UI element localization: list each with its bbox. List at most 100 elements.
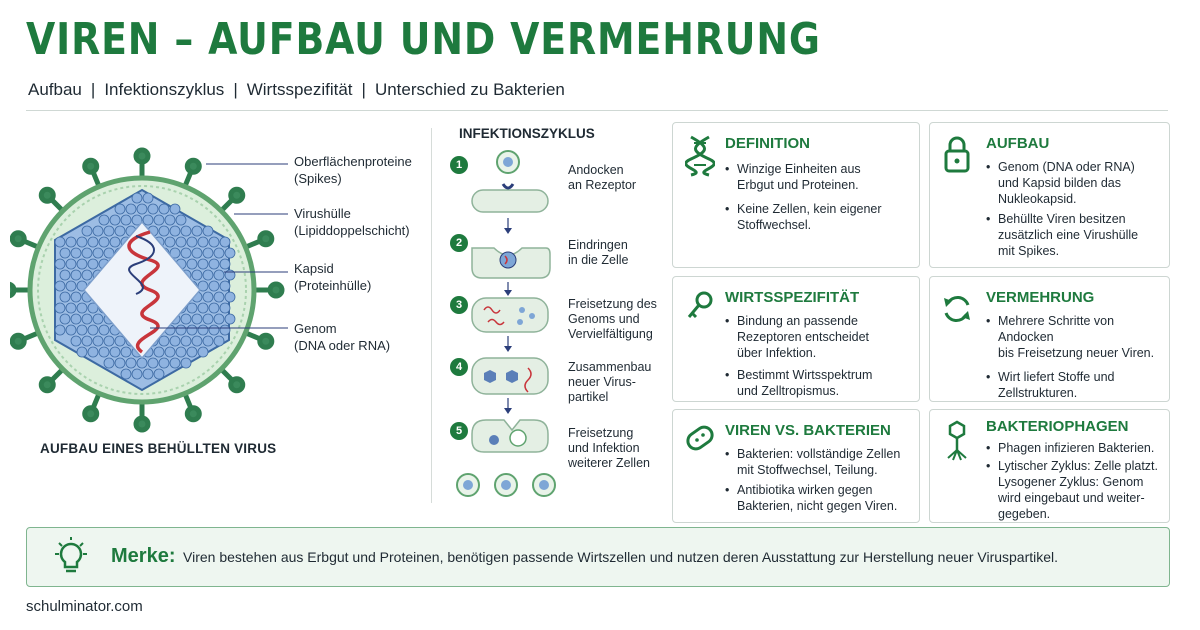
capsomere xyxy=(92,225,104,237)
capsomere xyxy=(175,236,187,248)
capsomere xyxy=(81,269,93,281)
card-viren-vs-bakterien-title: VIREN VS. BAKTERIEN xyxy=(725,422,891,439)
capsomere xyxy=(219,324,231,336)
capsomere xyxy=(202,225,214,237)
capsomere xyxy=(153,214,165,226)
subtitle-topics: Aufbau|Infektionszyklus|Wirtsspezifität|… xyxy=(28,80,565,99)
capsomere xyxy=(76,324,88,336)
capsomere xyxy=(109,346,121,358)
capsomere xyxy=(114,225,126,237)
capsomere xyxy=(147,357,159,369)
virus-structure-diagram: Oberflächenproteine(Spikes) Virushülle(L… xyxy=(0,140,430,460)
header-divider xyxy=(26,110,1168,111)
spike-head xyxy=(133,415,151,433)
merke-text: Viren bestehen aus Erbgut und Proteinen,… xyxy=(183,549,1059,565)
genome-strand-2 xyxy=(128,235,155,295)
spike-head xyxy=(9,230,27,248)
virus-caption: AUFBAU EINES BEHÜLLTEN VIRUS xyxy=(40,441,277,456)
capsomere xyxy=(169,357,181,369)
card-bakteriophagen-bullets: Phagen infizieren Bakterien. Lytischer Z… xyxy=(986,440,1161,524)
capsomere xyxy=(158,225,170,237)
capsomere xyxy=(158,335,170,347)
capsomere xyxy=(202,313,214,325)
card-aufbau-title: AUFBAU xyxy=(986,135,1050,152)
capsomere xyxy=(213,313,225,325)
capsomere xyxy=(109,214,121,226)
merke-label: Merke: xyxy=(111,545,176,567)
cycle-title: INFEKTIONSZYKLUS xyxy=(459,126,595,141)
capsomere xyxy=(92,335,104,347)
label-genome: Genom(DNA oder RNA) xyxy=(294,321,391,353)
capsomere xyxy=(158,357,170,369)
capsomere xyxy=(81,313,93,325)
topic-aufbau: Aufbau xyxy=(28,80,82,99)
card-bakteriophagen-title: BAKTERIOPHAGEN xyxy=(986,418,1129,435)
capsomere xyxy=(213,269,225,281)
capsomere xyxy=(114,335,126,347)
step-1-illustration xyxy=(471,150,549,234)
capsomere xyxy=(65,324,77,336)
capsomere xyxy=(142,368,154,380)
capsomere xyxy=(136,203,148,215)
label-capsid: Kapsid(Proteinhülle) xyxy=(294,261,372,293)
capsomere xyxy=(65,258,77,270)
capsomere xyxy=(120,214,132,226)
genome-strand xyxy=(127,230,160,354)
capsomere xyxy=(158,203,170,215)
capsomere xyxy=(59,269,71,281)
capsomere xyxy=(186,258,198,270)
capsomere xyxy=(98,324,110,336)
capsomere xyxy=(59,313,71,325)
capsomere xyxy=(202,269,214,281)
capsomere xyxy=(76,346,88,358)
topic-unterschied: Unterschied zu Bakterien xyxy=(374,80,565,99)
capsomere xyxy=(213,291,225,303)
capsomere xyxy=(70,313,82,325)
capsomere xyxy=(109,236,121,248)
capsomere xyxy=(65,236,77,248)
capsomere xyxy=(180,247,192,259)
step-4-number: 4 xyxy=(450,358,468,376)
capsomere xyxy=(202,335,214,347)
cycle-divider xyxy=(431,128,432,503)
spike-head xyxy=(267,281,285,299)
capsomere xyxy=(191,313,203,325)
capsomere xyxy=(136,357,148,369)
capsomere xyxy=(208,324,220,336)
capsomere xyxy=(191,269,203,281)
capsomere xyxy=(180,335,192,347)
footer-site: schulminator.com xyxy=(26,598,143,615)
capsomere xyxy=(219,280,231,292)
capsomere xyxy=(103,335,115,347)
phage-icon xyxy=(947,420,967,461)
merke-box: Merke: Viren bestehen aus Erbgut und Pro… xyxy=(26,527,1170,587)
capsomere xyxy=(54,302,66,314)
capsomere xyxy=(224,313,236,325)
capsomere xyxy=(103,357,115,369)
spike-head xyxy=(38,376,56,394)
capsomere xyxy=(180,313,192,325)
capsomere xyxy=(81,225,93,237)
capsomere xyxy=(125,203,137,215)
step-3-illustration xyxy=(471,297,549,352)
spike-head xyxy=(184,405,202,423)
capsomere xyxy=(164,346,176,358)
capsomere xyxy=(202,247,214,259)
capsomere xyxy=(54,236,66,248)
key-icon xyxy=(687,291,713,319)
capsomere xyxy=(54,280,66,292)
capsomere xyxy=(219,302,231,314)
capsomere xyxy=(180,225,192,237)
capsomere xyxy=(208,280,220,292)
topic-wirtsspezifitaet: Wirtsspezifität xyxy=(246,80,353,99)
card-bakteriophagen: BAKTERIOPHAGEN Phagen infizieren Bakteri… xyxy=(929,409,1170,523)
